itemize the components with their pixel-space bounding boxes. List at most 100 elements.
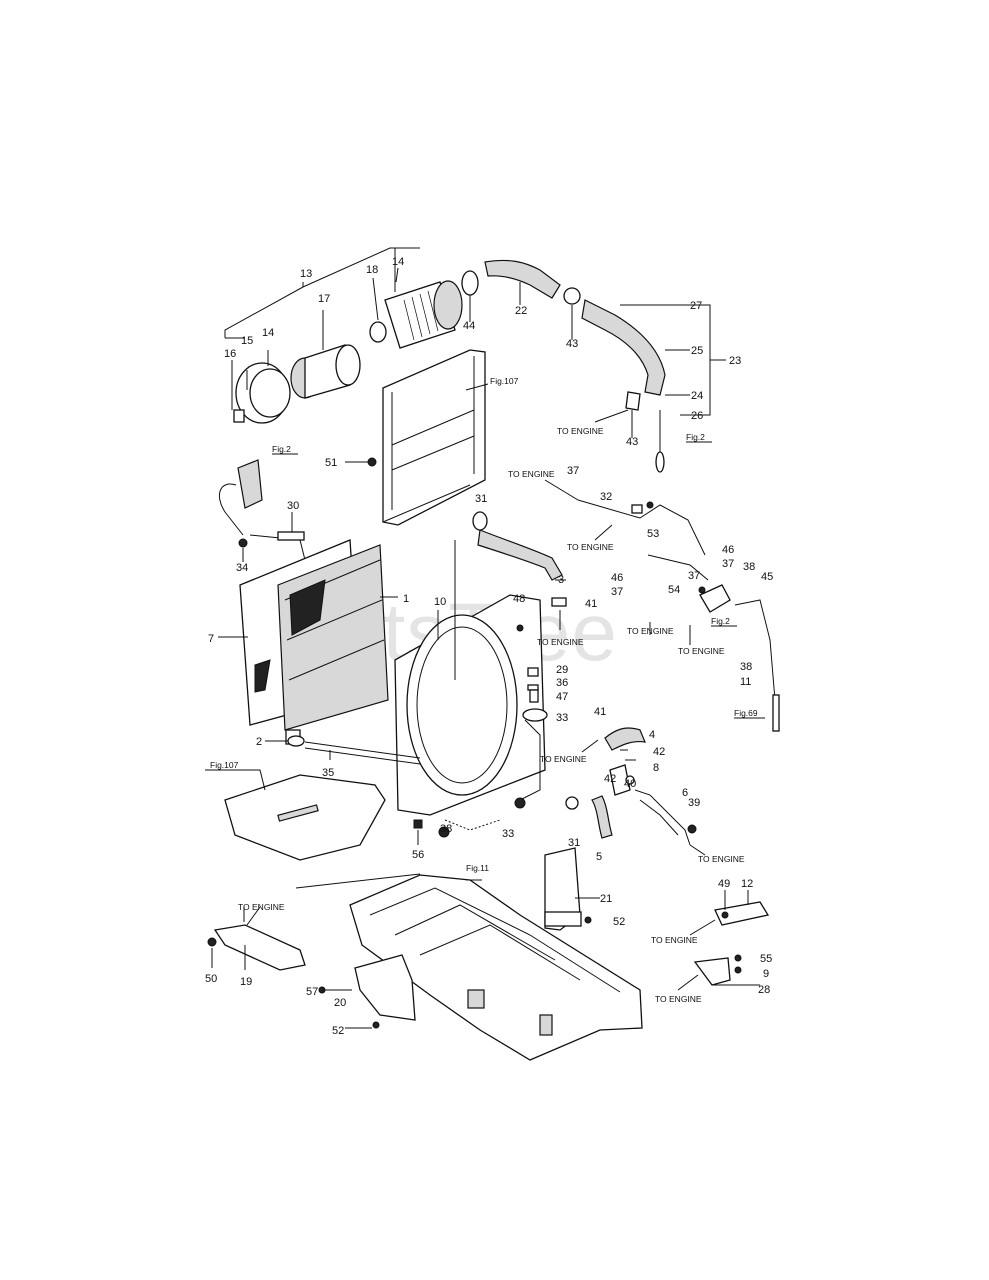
bracket-19 [207,906,306,971]
callout-37-d: 37 [688,570,700,582]
radiator-base [265,735,421,765]
callout-43-b: 43 [626,436,638,448]
callout-55: 55 [760,953,772,965]
bracket-20 [318,954,416,1029]
callout-54: 54 [668,584,680,596]
callout-31-b: 31 [568,837,580,849]
callout-12: 12 [741,878,753,890]
callout-35: 35 [322,767,334,779]
callout-50: 50 [205,973,217,985]
callout-37-c: 37 [611,586,623,598]
callout-52-b: 52 [332,1025,344,1037]
bracket-28 [693,954,760,986]
to-engine-label: TO ENGINE [678,646,725,656]
callout-10: 10 [434,596,446,608]
callout-28: 28 [758,984,770,996]
callout-16: 16 [224,348,236,360]
callout-33-b: 33 [502,828,514,840]
callout-2: 2 [256,736,262,748]
to-engine-label: TO ENGINE [567,542,614,552]
hose-routing-right [577,499,780,732]
lower-hoses [565,727,691,846]
ref-fig-2: Fig.2 [272,444,291,454]
callout-1: 1 [403,593,409,605]
callout-56: 56 [412,849,424,861]
callout-30: 30 [287,500,299,512]
fan-shroud [394,540,546,816]
to-engine-label: TO ENGINE [557,426,604,436]
callout-36: 36 [556,677,568,689]
callout-52: 52 [613,916,625,928]
callout-39: 39 [688,797,700,809]
callout-48: 48 [513,593,525,605]
callout-57: 57 [306,986,318,998]
callout-25: 25 [691,345,703,357]
upper-hose [472,511,567,607]
callout-23: 23 [729,355,741,367]
to-engine-labels: TO ENGINE TO ENGINE TO ENGINE TO ENGINE … [238,426,745,1004]
bracket-21 [544,847,600,931]
to-engine-label: TO ENGINE [627,626,674,636]
callout-15: 15 [241,335,253,347]
small-parts [238,457,706,838]
callout-34: 34 [236,562,248,574]
callout-42-b: 42 [604,773,616,785]
callout-6: 6 [682,787,688,799]
callout-38-b: 38 [740,661,752,673]
base-plate [205,769,423,861]
callout-47: 47 [556,691,568,703]
callout-14-b: 14 [262,327,274,339]
callout-26: 26 [691,410,703,422]
ref-fig-69: Fig.69 [734,708,758,718]
callout-38-c: 38 [440,823,452,835]
callout-13: 13 [300,268,312,280]
callout-43: 43 [566,338,578,350]
to-engine-label: TO ENGINE [698,854,745,864]
to-engine-label: TO ENGINE [508,469,555,479]
callout-8: 8 [653,762,659,774]
callout-51: 51 [325,457,337,469]
callout-18: 18 [366,264,378,276]
callout-19: 19 [240,976,252,988]
intake-hoses [461,259,726,473]
callout-24: 24 [691,390,703,402]
support-frame [382,349,489,526]
callout-37-b: 37 [722,558,734,570]
figure-references: Fig.107 Fig.2 Fig.2 Fig.2 Fig.69 Fig.107… [210,376,765,873]
callout-49: 49 [718,878,730,890]
callout-5: 5 [596,851,602,863]
ref-fig-107-b: Fig.107 [210,760,239,770]
to-engine-label: TO ENGINE [655,994,702,1004]
callout-46-b: 46 [611,572,623,584]
ref-fig-11: Fig.11 [466,863,489,873]
callout-labels: 13 18 14 17 14 15 16 44 22 43 27 25 23 2… [205,256,773,1037]
callout-4: 4 [649,729,655,741]
bracket-12 [714,890,770,926]
callout-7: 7 [208,633,214,645]
callout-41-b: 41 [594,706,606,718]
callout-42: 42 [653,746,665,758]
callout-9: 9 [763,968,769,980]
callout-17: 17 [318,293,330,305]
air-cleaner-assembly [224,247,463,424]
callout-33: 33 [556,712,568,724]
reserve-tank [218,459,306,561]
callout-40: 40 [624,778,636,790]
callout-20: 20 [334,997,346,1009]
to-engine-label: TO ENGINE [651,935,698,945]
callout-44: 44 [463,320,475,332]
callout-45: 45 [761,571,773,583]
callout-27: 27 [690,300,702,312]
to-engine-label: TO ENGINE [540,754,587,764]
ref-fig-2-b: Fig.2 [686,432,705,442]
callout-32: 32 [600,491,612,503]
main-frame [295,873,643,1061]
callout-37: 37 [567,465,579,477]
radiator [218,539,398,745]
callout-3: 3 [558,574,564,586]
callout-46: 46 [722,544,734,556]
callout-53: 53 [647,528,659,540]
to-engine-label: TO ENGINE [238,902,285,912]
ref-fig-2-c: Fig.2 [711,616,730,626]
